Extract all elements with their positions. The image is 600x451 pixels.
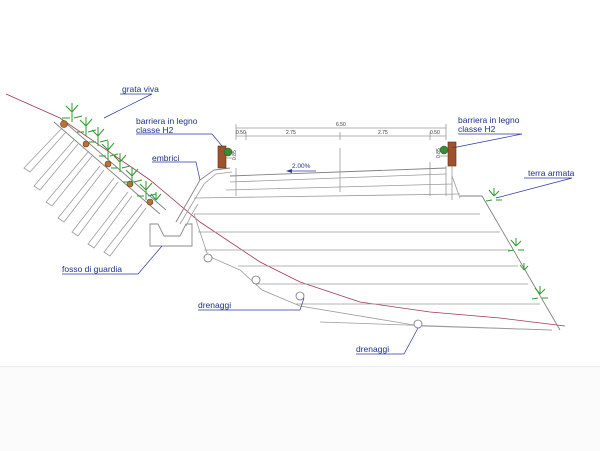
label-drenaggi-1: drenaggi	[198, 300, 231, 310]
vegetation-terra-armata	[485, 188, 548, 300]
label-barriera-right-1: barriera in legno	[458, 115, 520, 125]
dim-right-edge: 0.50	[430, 130, 440, 136]
cross-slope-label: 2.00%	[292, 163, 311, 170]
dim-lane-right: 2.75	[378, 130, 388, 136]
label-barriera-left-2: classe H2	[136, 125, 174, 135]
label-barriera-left-1: barriera in legno	[136, 116, 198, 126]
dim-barrier-left: 0.85	[232, 150, 238, 160]
dim-left-edge: 0.50	[236, 130, 246, 136]
label-embrici: embrici	[152, 153, 180, 163]
grata-viva-structure	[23, 117, 167, 257]
cross-slope-arrow	[286, 169, 316, 173]
dimension-lines	[235, 124, 447, 140]
dim-total: 6.50	[336, 122, 346, 128]
road-platform	[193, 148, 461, 199]
leader-lines	[62, 93, 573, 355]
drain-pipes	[203, 253, 423, 329]
label-grata-viva: grata viva	[122, 84, 159, 94]
dim-barrier-right: 0.85	[436, 148, 442, 158]
dim-lane-left: 2.75	[286, 130, 296, 136]
barrier-left	[217, 145, 233, 169]
label-drenaggi-2: drenaggi	[356, 344, 389, 354]
terrain-line	[5, 93, 566, 327]
fosso-di-guardia-ditch	[149, 223, 193, 247]
vegetation-grata	[62, 103, 162, 201]
label-terra-armata: terra armata	[528, 168, 575, 178]
background-strip	[0, 366, 600, 451]
barrier-right	[439, 141, 457, 200]
label-fosso-di-guardia: fosso di guardia	[62, 264, 122, 274]
label-barriera-right-2: classe H2	[458, 124, 496, 134]
embrici-covering	[175, 167, 231, 223]
